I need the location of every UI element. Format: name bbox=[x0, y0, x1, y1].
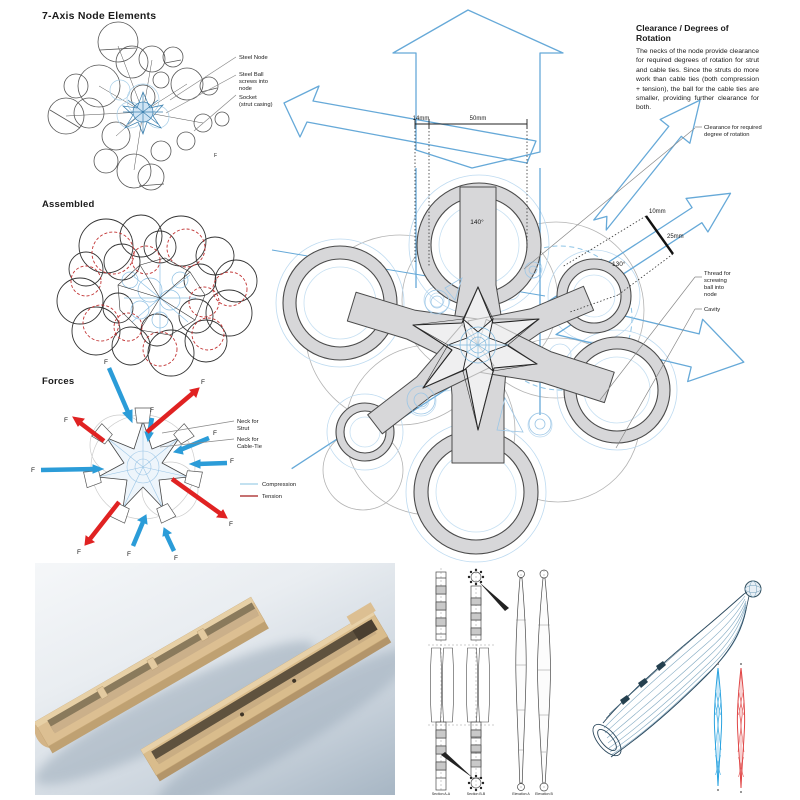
side-dimension: 10mm 25mm 130° bbox=[561, 209, 684, 313]
angle-130: 130° bbox=[612, 260, 626, 268]
strut-photo-art bbox=[35, 596, 395, 795]
label-steel-ball-3: node bbox=[239, 86, 252, 92]
svg-text:F: F bbox=[213, 430, 217, 437]
profile-tension bbox=[736, 663, 746, 793]
drawing-assembled bbox=[56, 214, 258, 377]
svg-text:Elevation A: Elevation A bbox=[512, 792, 530, 796]
strut-pegs bbox=[620, 661, 666, 705]
svg-text:Section B-B: Section B-B bbox=[467, 792, 486, 796]
arrow-upper-right bbox=[291, 192, 732, 470]
label-neck-strut: Neck for bbox=[237, 419, 259, 425]
angle-140: 140° bbox=[470, 218, 484, 226]
forces-neck-stubs bbox=[83, 407, 203, 524]
wood-strut-back bbox=[35, 596, 269, 754]
node-star bbox=[412, 286, 540, 431]
title-assembled: Assembled bbox=[42, 199, 95, 210]
title-forces: Forces bbox=[42, 376, 75, 387]
direction-arrows bbox=[271, 9, 745, 470]
label-clearance-2: degree of rotation bbox=[704, 132, 749, 138]
drawing-forces: F F F F F F F F F F F Neck for Strut Neck for… bbox=[31, 359, 296, 562]
label-neck-cable: Neck for bbox=[237, 437, 259, 443]
svg-text:F: F bbox=[104, 359, 108, 366]
photo-shadow-2 bbox=[155, 648, 395, 795]
svg-text:F: F bbox=[127, 551, 131, 558]
label-neck-strut-2: Strut bbox=[237, 426, 250, 432]
arrow-left bbox=[283, 85, 537, 164]
title-node-elements: 7-Axis Node Elements bbox=[42, 10, 157, 22]
arrow-right bbox=[555, 300, 745, 383]
forces-legend: Compression Tension bbox=[240, 482, 296, 500]
wood-strut-front bbox=[140, 602, 392, 782]
label-steel-ball-2: screws into bbox=[239, 79, 268, 85]
force-labels: F F F F F F F F F F F bbox=[31, 359, 234, 562]
arrow-up bbox=[392, 9, 564, 169]
label-thread-2: screwing bbox=[704, 278, 727, 284]
label-neck-cable-2: Cable-Tie bbox=[237, 444, 262, 450]
label-socket-2: (strut casing) bbox=[239, 102, 273, 108]
clearance-note: Clearance / Degrees of Rotation The neck… bbox=[636, 23, 759, 113]
clearance-note-title: Clearance / Degrees of Rotation bbox=[636, 23, 729, 43]
label-steel-ball: Steel Ball bbox=[239, 72, 264, 78]
profile-compression bbox=[713, 663, 723, 791]
callouts: Clearance for required degree of rotatio… bbox=[523, 125, 762, 449]
svg-text:F: F bbox=[174, 555, 178, 562]
wireframe-strut bbox=[592, 580, 762, 758]
strut-working-drawings: Section A-A Section B-B Elevation A Elev… bbox=[428, 568, 554, 796]
legend-compression: Compression bbox=[262, 482, 296, 488]
arrow-up-right-small bbox=[593, 99, 701, 231]
svg-text:Section A-A: Section A-A bbox=[432, 792, 451, 796]
svg-text:F: F bbox=[229, 521, 233, 528]
label-thread: Thread for bbox=[704, 271, 731, 277]
svg-text:F: F bbox=[77, 549, 81, 556]
svg-text:F: F bbox=[230, 458, 234, 465]
dim-50mm: 50mm bbox=[470, 116, 487, 122]
label-clearance: Clearance for required bbox=[704, 125, 762, 131]
legend-tension: Tension bbox=[262, 494, 282, 500]
svg-text:F: F bbox=[201, 379, 205, 386]
label-f-small: F bbox=[214, 153, 217, 159]
wood-pegs bbox=[96, 627, 209, 700]
label-thread-4: node bbox=[704, 292, 717, 298]
tension-arrows bbox=[72, 387, 228, 546]
label-thread-3: ball into bbox=[704, 285, 724, 291]
clearance-note-body: The necks of the node provide clearance … bbox=[636, 48, 759, 112]
label-steel-node: Steel Node bbox=[239, 55, 268, 61]
dim-25mm: 25mm bbox=[667, 234, 684, 240]
node-rings bbox=[282, 182, 671, 555]
svg-text:F: F bbox=[31, 467, 35, 474]
compression-arrows bbox=[40, 367, 228, 552]
svg-text:Elevation B: Elevation B bbox=[535, 792, 553, 796]
dim-14mm: 14mm bbox=[413, 116, 430, 122]
label-socket: Socket bbox=[239, 95, 257, 101]
top-dimension: 14mm 50mm 140° bbox=[413, 116, 528, 266]
photo-shadow bbox=[35, 641, 315, 785]
drawing-node-elements: Steel Node Steel Ball screws into node S… bbox=[47, 21, 273, 191]
dim-10mm: 10mm bbox=[649, 209, 666, 215]
strut-photo bbox=[35, 563, 395, 795]
drawing-captions: Section A-A Section B-B Elevation A Elev… bbox=[432, 792, 554, 796]
svg-text:F: F bbox=[64, 417, 68, 424]
svg-text:F: F bbox=[150, 407, 154, 414]
label-cavity: Cavity bbox=[704, 307, 720, 313]
